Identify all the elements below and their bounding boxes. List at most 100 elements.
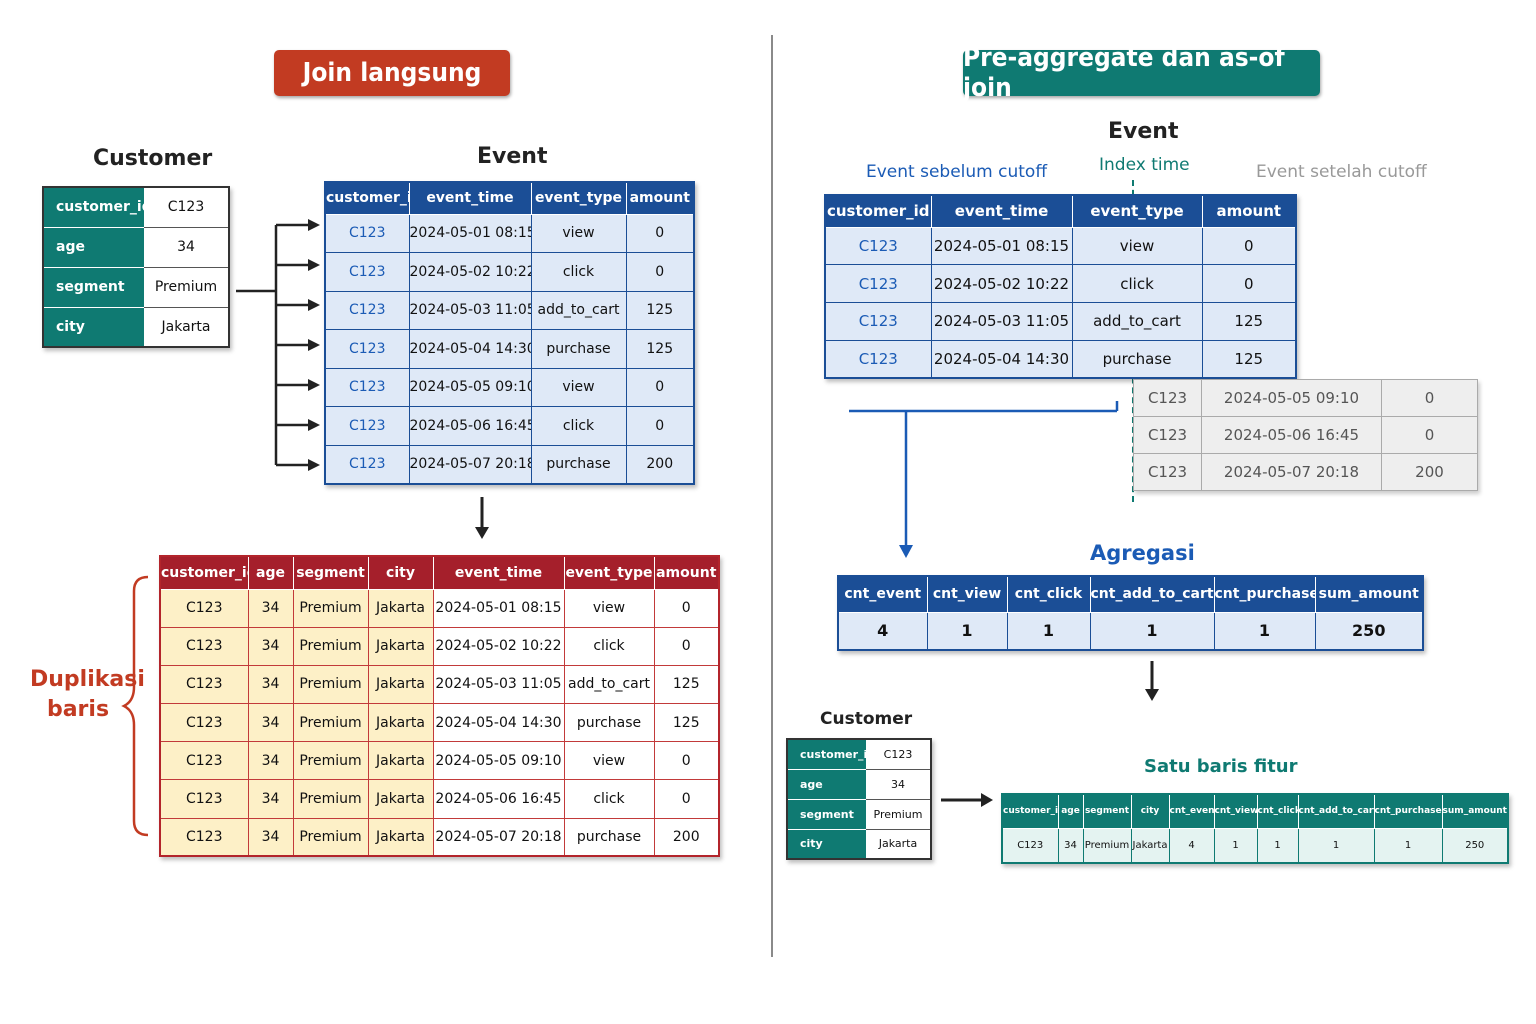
- joined-row-cell: 34: [247, 779, 294, 819]
- agg-header: sum_amount: [1314, 575, 1424, 613]
- feature-value: Premium: [1082, 827, 1132, 864]
- customer-key: segment: [43, 267, 144, 308]
- left-event-label: Event: [477, 144, 548, 169]
- after-cutoff-row-cell: 0: [1381, 379, 1478, 417]
- joined-header: event_time: [432, 555, 565, 590]
- event-row-cell: C123: [324, 213, 410, 253]
- joined-row-cell: purchase: [563, 703, 655, 743]
- agg-header: cnt_add_to_cart: [1089, 575, 1215, 613]
- feature-value: C123: [1001, 827, 1059, 864]
- event-row-cell: view: [530, 213, 627, 253]
- agg-header: cnt_purchase: [1213, 575, 1316, 613]
- feature-header: sum_amount: [1441, 793, 1509, 829]
- event-row-cell: 2024-05-06 16:45: [408, 406, 532, 446]
- joined-row-cell: C123: [159, 779, 249, 819]
- after-cutoff-row-cell: 2024-05-07 20:18: [1201, 453, 1382, 491]
- joined-row-cell: click: [563, 626, 655, 666]
- agg-value: 250: [1314, 611, 1424, 651]
- event-row-cell: 0: [625, 406, 695, 446]
- right-title: Pre-aggregate dan as-of join: [963, 43, 1320, 103]
- feature-header: cnt_add_to_cart: [1297, 793, 1375, 829]
- event-row-cell: purchase: [1071, 339, 1203, 379]
- feature-header: cnt_click: [1256, 793, 1299, 829]
- joined-row-cell: Premium: [292, 588, 369, 628]
- event-row-cell: 125: [1201, 301, 1297, 341]
- joined-header: age: [247, 555, 294, 590]
- joined-row-cell: C123: [159, 817, 249, 857]
- event-row-cell: view: [1071, 226, 1203, 266]
- joined-row-cell: 34: [247, 741, 294, 781]
- event-row-cell: click: [530, 406, 627, 446]
- joined-row-cell: purchase: [563, 817, 655, 857]
- event-row-cell: C123: [324, 329, 410, 369]
- joined-row-cell: 0: [653, 588, 720, 628]
- joined-header: city: [367, 555, 434, 590]
- joined-header: customer_id: [159, 555, 249, 590]
- agg-value: 1: [926, 611, 1008, 651]
- customer-key: age: [43, 227, 144, 268]
- left-title: Join langsung: [274, 50, 510, 96]
- joined-row-cell: click: [563, 779, 655, 819]
- after-cutoff-label: Event setelah cutoff: [1256, 162, 1427, 182]
- section-divider: [771, 35, 773, 957]
- event-row-cell: add_to_cart: [1071, 301, 1203, 341]
- fanout-arrowhead: [308, 219, 320, 231]
- joined-row-cell: Jakarta: [367, 779, 434, 819]
- before-cutoff-label: Event sebelum cutoff: [866, 162, 1048, 182]
- customer-value: Premium: [144, 267, 229, 308]
- event-header: customer_id: [324, 181, 410, 215]
- event-header: event_time: [408, 181, 532, 215]
- joined-row-cell: Premium: [292, 626, 369, 666]
- agg-value: 1: [1213, 611, 1316, 651]
- feature-value: 1: [1297, 827, 1375, 864]
- event-header: amount: [1201, 194, 1297, 228]
- joined-row-cell: Premium: [292, 817, 369, 857]
- feature-header: cnt_purchase: [1373, 793, 1443, 829]
- joined-row-cell: Jakarta: [367, 626, 434, 666]
- feature-value: 250: [1441, 827, 1509, 864]
- joined-row-cell: add_to_cart: [563, 664, 655, 705]
- joined-row-cell: 125: [653, 664, 720, 705]
- duplication-label-line2: baris: [46, 697, 110, 722]
- event-row-cell: 2024-05-02 10:22: [930, 264, 1073, 303]
- joined-row-cell: 0: [653, 779, 720, 819]
- agg-header: cnt_view: [926, 575, 1008, 613]
- event-row-cell: 125: [625, 290, 695, 330]
- joined-row-cell: 2024-05-07 20:18: [432, 817, 565, 857]
- event-row-cell: 2024-05-03 11:05: [408, 290, 532, 330]
- right-event-label: Event: [1108, 119, 1179, 144]
- feature-header: segment: [1082, 793, 1132, 829]
- joined-row-cell: Jakarta: [367, 588, 434, 628]
- fanout-arrowhead: [308, 419, 320, 431]
- event-header: amount: [625, 181, 695, 215]
- joined-row-cell: Jakarta: [367, 664, 434, 705]
- feature-header: cnt_view: [1213, 793, 1258, 829]
- right-customer-table: customer_idC123age34segmentPremiumcityJa…: [786, 738, 932, 860]
- customer-value: 34: [144, 227, 229, 268]
- customer-value: Jakarta: [866, 829, 931, 860]
- feature-row-label: Satu baris fitur: [1144, 756, 1298, 777]
- joined-row-cell: 2024-05-05 09:10: [432, 741, 565, 781]
- joined-row-cell: 2024-05-03 11:05: [432, 664, 565, 705]
- event-row-cell: 2024-05-04 14:30: [930, 339, 1073, 379]
- event-row-cell: C123: [824, 339, 932, 379]
- customer-key: customer_id: [787, 739, 866, 770]
- feature-value: 1: [1256, 827, 1299, 864]
- customer-key: city: [787, 829, 866, 860]
- event-row-cell: C123: [324, 252, 410, 292]
- feature-value: 1: [1373, 827, 1443, 864]
- down-arrow-icon: [475, 497, 489, 539]
- joined-row-cell: Premium: [292, 779, 369, 819]
- joined-row-cell: C123: [159, 703, 249, 743]
- joined-row-cell: 0: [653, 741, 720, 781]
- agg-value: 1: [1006, 611, 1091, 651]
